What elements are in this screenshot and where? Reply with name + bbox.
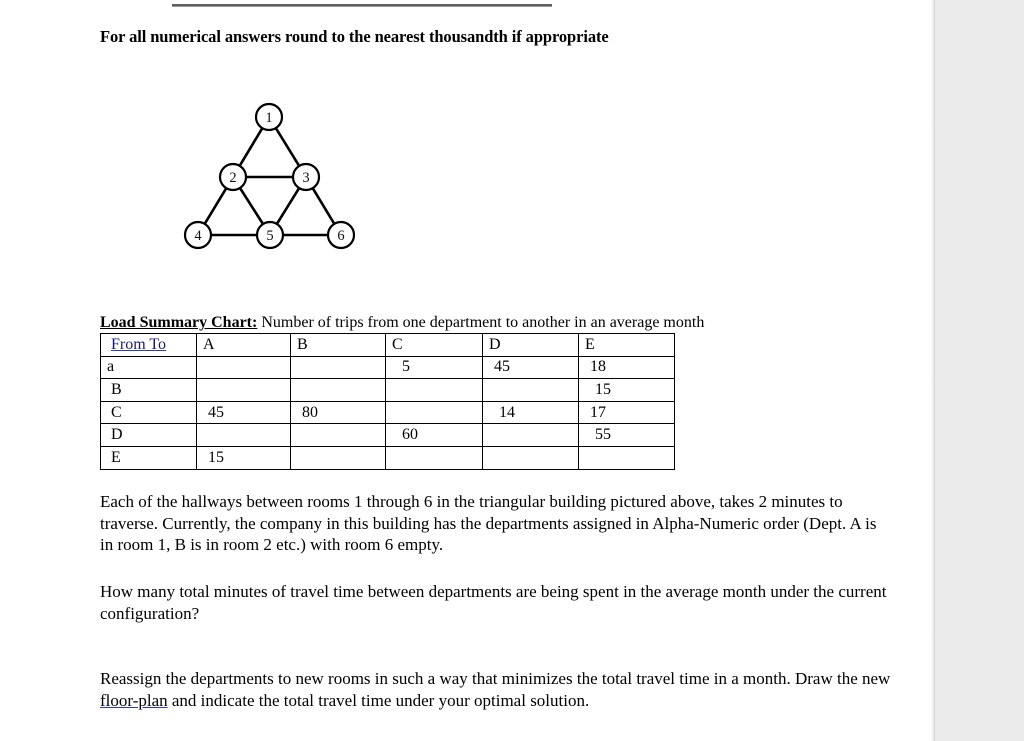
graph-edge-layer xyxy=(202,125,337,237)
graph-node-circle-2 xyxy=(218,162,248,192)
reassign-text-before: Reassign the departments to new rooms in… xyxy=(100,669,891,688)
graph-edge-1-2 xyxy=(237,125,265,169)
cell-b-e: 15 xyxy=(578,378,675,402)
table-corner-header: From To xyxy=(100,333,197,357)
graph-node-circle-3 xyxy=(291,162,321,192)
caption-description: Number of trips from one department to a… xyxy=(257,314,705,331)
right-side-gutter-panel xyxy=(934,0,1024,741)
reassign-text-after: and indicate the total travel time under… xyxy=(167,690,590,710)
cell-c-d: 14 xyxy=(482,400,579,425)
graph-node-1: 1 xyxy=(254,102,284,132)
cell-e-c xyxy=(385,445,483,470)
cell-e-b xyxy=(290,445,386,470)
cell-a-e: 18 xyxy=(578,355,675,380)
load-summary-table: From To A B C D E a 5 45 18 xyxy=(100,333,675,470)
table-row: a 5 45 18 xyxy=(100,355,675,380)
floor-plan-spellcheck-term: floor-plan xyxy=(100,690,168,710)
cell-d-a xyxy=(196,423,291,447)
cell-c-c xyxy=(385,400,483,425)
content-gutter-edge xyxy=(930,0,934,741)
graph-node-label-2: 2 xyxy=(229,170,236,186)
instruction-heading: For all numerical answers round to the n… xyxy=(100,27,609,46)
graph-node-2: 2 xyxy=(218,162,248,192)
cell-a-a xyxy=(196,355,291,380)
caption-bold-label: Load Summary Chart: xyxy=(100,314,258,331)
cell-d-e: 55 xyxy=(578,423,675,447)
cell-b-c xyxy=(385,378,483,402)
graph-node-3: 3 xyxy=(291,162,321,192)
cell-b-d xyxy=(482,378,579,402)
graph-node-layer: 1 2 3 4 5 6 xyxy=(183,102,356,250)
cell-b-b xyxy=(290,378,386,402)
cell-c-e: 17 xyxy=(578,400,675,425)
row-label-c: C xyxy=(100,400,197,425)
graph-node-label-1: 1 xyxy=(265,110,272,126)
cell-d-d xyxy=(482,423,579,447)
paragraph-problem-setup: Each of the hallways between rooms 1 thr… xyxy=(100,492,877,554)
graph-svg: 1 2 3 4 5 6 xyxy=(183,102,356,250)
graph-node-circle-1 xyxy=(254,102,284,132)
graph-node-4: 4 xyxy=(183,220,213,250)
table-row: C 45 80 14 17 xyxy=(100,400,675,425)
floor-plan-graph-figure: 1 2 3 4 5 6 xyxy=(176,96,366,256)
graph-edge-2-4 xyxy=(202,185,229,227)
table-row: D 60 55 xyxy=(100,423,675,447)
document-body: For all numerical answers round to the n… xyxy=(100,27,900,711)
table-col-header-a: A xyxy=(196,333,291,357)
cell-b-a xyxy=(196,378,291,402)
top-horizontal-rule xyxy=(172,4,552,7)
graph-node-6: 6 xyxy=(326,220,356,250)
cell-c-a: 45 xyxy=(196,400,291,425)
load-summary-caption: Load Summary Chart: Number of trips from… xyxy=(100,314,880,332)
cell-d-c: 60 xyxy=(385,423,483,447)
table-col-header-b: B xyxy=(290,333,386,357)
graph-edge-3-5 xyxy=(275,185,301,227)
graph-node-label-6: 6 xyxy=(337,228,344,244)
row-label-b: B xyxy=(100,378,197,402)
graph-node-label-4: 4 xyxy=(194,228,202,244)
cell-a-b xyxy=(290,355,386,380)
cell-c-b: 80 xyxy=(290,400,386,425)
paragraph-question-reassign: Reassign the departments to new rooms in… xyxy=(100,668,900,711)
graph-edge-1-3 xyxy=(273,125,302,169)
paragraph-question-current-config: How many total minutes of travel time be… xyxy=(100,581,890,624)
graph-edge-3-6 xyxy=(310,185,337,227)
graph-node-circle-4 xyxy=(183,220,213,250)
table-header-row: From To A B C D E xyxy=(100,333,675,357)
table-col-header-e: E xyxy=(578,333,675,357)
cell-e-a: 15 xyxy=(196,445,291,470)
graph-node-label-3: 3 xyxy=(302,170,309,186)
table-col-header-d: D xyxy=(482,333,579,357)
question-text: How many total minutes of travel time be… xyxy=(100,582,887,623)
table-row: B 15 xyxy=(100,378,675,402)
graph-node-5: 5 xyxy=(255,220,285,250)
graph-edge-2-5 xyxy=(238,185,265,227)
cell-d-b xyxy=(290,423,386,447)
graph-node-circle-6 xyxy=(326,220,356,250)
graph-node-circle-5 xyxy=(255,220,285,250)
cell-e-e xyxy=(578,445,675,470)
table-col-header-c: C xyxy=(385,333,483,357)
table-row: E 15 xyxy=(100,445,675,470)
row-label-a: a xyxy=(100,355,197,380)
cell-e-d xyxy=(482,445,579,470)
row-label-d: D xyxy=(100,423,197,447)
cell-a-d: 45 xyxy=(482,355,579,380)
row-label-e: E xyxy=(100,445,197,470)
cell-a-c: 5 xyxy=(385,355,483,380)
graph-node-label-5: 5 xyxy=(266,228,273,244)
